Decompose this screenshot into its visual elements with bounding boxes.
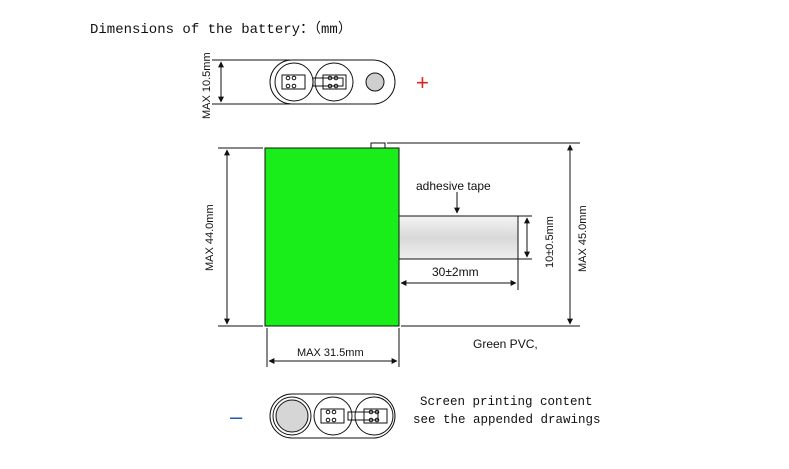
top-height-dimension-label: MAX 10.5mm <box>201 52 213 119</box>
adhesive-tape <box>398 215 519 260</box>
tape-length-dimension-label: 30±2mm <box>432 265 479 279</box>
tape-width-dimension-label: 10±0.5mm <box>544 216 556 268</box>
note-line-2: see the appended drawings <box>413 413 601 427</box>
adhesive-tape-label: adhesive tape <box>416 179 491 193</box>
width-dimension-label: MAX 31.5mm <box>297 347 364 359</box>
minus-terminal-sign: – <box>230 404 243 429</box>
right-height-dimension-label: MAX 45.0mm <box>577 205 589 272</box>
front-view <box>264 142 519 327</box>
bottom-view <box>269 393 396 439</box>
top-view <box>212 59 396 105</box>
green-pvc-label: Green PVC, <box>473 337 538 351</box>
front-dimensions <box>218 142 580 367</box>
plus-terminal-sign: + <box>416 70 429 95</box>
note-line-1: Screen printing content <box>420 395 593 409</box>
drawing-title: Dimensions of the battery：（mm） <box>90 21 352 38</box>
left-height-dimension-label: MAX 44.0mm <box>204 204 216 271</box>
battery-body <box>264 147 400 327</box>
